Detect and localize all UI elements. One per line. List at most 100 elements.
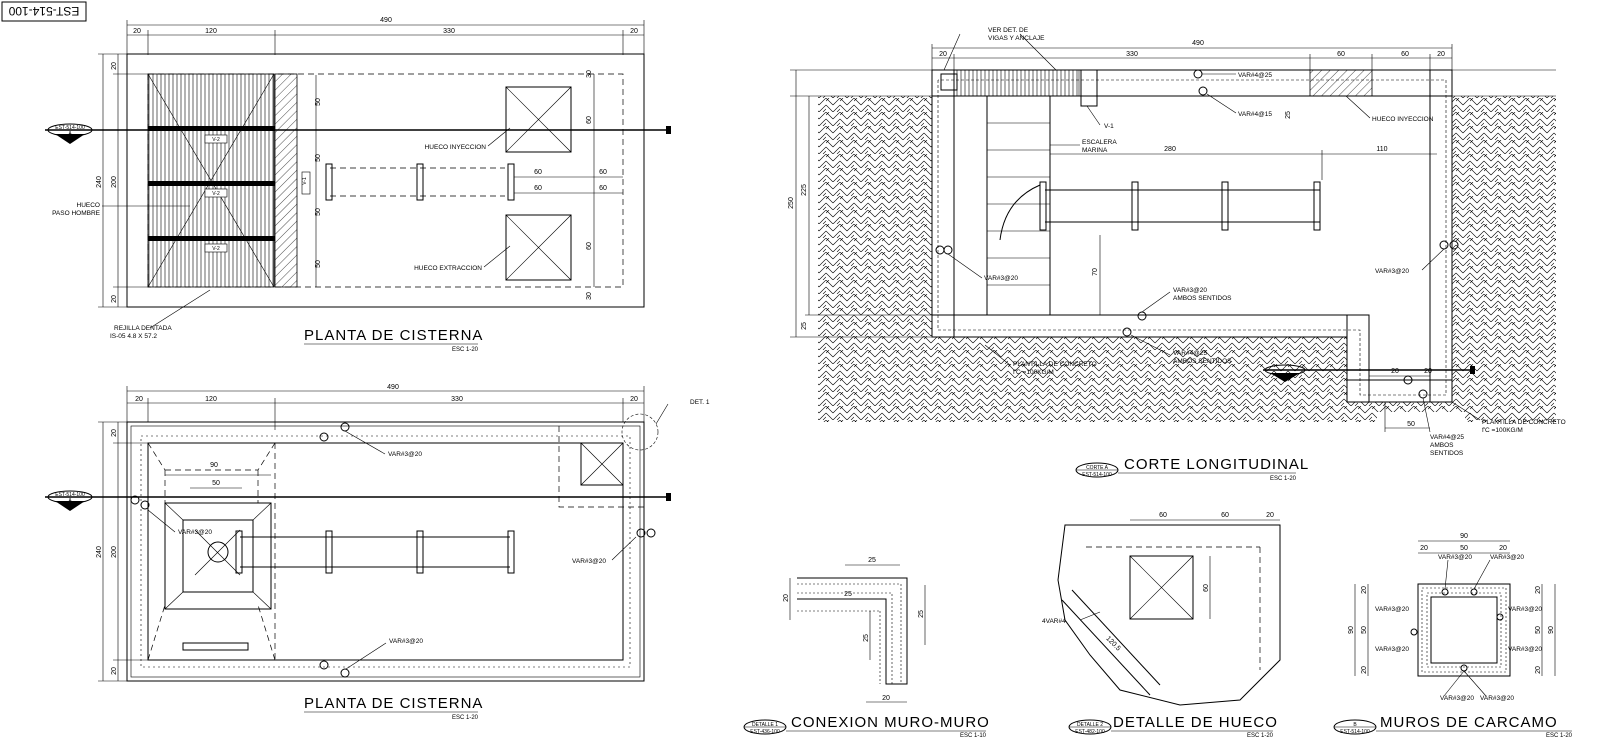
label-var: VAR#3@20 <box>572 558 606 565</box>
dim: 250 <box>788 197 795 209</box>
dim: 90 <box>1548 626 1555 634</box>
dim: 20 <box>783 594 790 602</box>
detail3-scale: ESC 1-20 <box>1546 733 1573 739</box>
label-ambos: AMBOS SENTIDOS <box>1173 358 1232 365</box>
dim: 25 <box>844 591 852 598</box>
detail-tag-bottom: EST-436-100 <box>750 729 780 735</box>
section-letter: A <box>68 498 72 504</box>
plan-top: 490 20 120 330 20 240 20 200 20 V-2 V-2 <box>45 17 671 353</box>
dim: 50 <box>212 480 220 487</box>
dim: 20 <box>111 62 118 70</box>
dim: 20 <box>1424 368 1432 375</box>
dim: 20 <box>1420 545 1428 552</box>
label-sentidos: SENTIDOS <box>1430 450 1464 457</box>
label-det: DET. 1 <box>690 399 710 406</box>
sheet-code-box: EST-514-100 <box>1 1 87 22</box>
label-fc: f'C =100KG/M <box>1013 369 1054 376</box>
label-paso-hombre: PASO HOMBRE <box>52 210 101 217</box>
label-var: VAR#3@20 <box>1508 646 1542 653</box>
label-var: VAR#4@15 <box>1238 111 1272 118</box>
detail-tag-top: DETALLE 1 <box>752 722 778 728</box>
section-tag-top: CORTE A <box>1086 465 1109 471</box>
detail-tag-top: DETALLE 2 <box>1077 722 1103 728</box>
beam-tag: V-2 <box>212 137 220 143</box>
label-marina: MARINA <box>1082 147 1108 154</box>
detail1-title: CONEXION MURO-MURO <box>791 714 990 731</box>
dim: 50 <box>315 154 322 162</box>
dim: 60 <box>534 169 542 176</box>
dim: 25 <box>1285 111 1292 119</box>
dim: 20 <box>939 51 947 58</box>
dim-total: 490 <box>387 384 399 391</box>
dim: 60 <box>586 242 593 250</box>
label-hueco: HUECO <box>77 202 100 209</box>
dim: 330 <box>1126 51 1138 58</box>
label-ambos: AMBOS <box>1430 442 1454 449</box>
dim: 200 <box>111 176 118 188</box>
dim: 70 <box>1092 268 1099 276</box>
dim: 120 <box>205 396 217 403</box>
dim: 20 <box>1391 368 1399 375</box>
label-ver-det: VER DET. DE <box>988 27 1029 34</box>
plan-bottom-scale: ESC 1-20 <box>452 715 479 721</box>
detail2-title: DETALLE DE HUECO <box>1113 714 1278 731</box>
dim: 20 <box>1535 666 1542 674</box>
dim: 25 <box>863 634 870 642</box>
label-plantilla: PLANTILLA DE CONCRETO <box>1482 419 1566 426</box>
dim: 20 <box>135 396 143 403</box>
plan-top-title: PLANTA DE CISTERNA <box>304 327 483 344</box>
dim: 20 <box>111 667 118 675</box>
dim: 240 <box>96 176 103 188</box>
dim: 60 <box>1401 51 1409 58</box>
section-title: CORTE LONGITUDINAL <box>1124 456 1309 473</box>
section-tag-bottom: EST-514-100 <box>1082 472 1112 478</box>
label-var: VAR#3@20 <box>1508 606 1542 613</box>
dim: 20 <box>1361 666 1368 674</box>
label-var: VAR#3@20 <box>1375 606 1409 613</box>
dim: 20 <box>1499 545 1507 552</box>
section-tag: EST-514-100 <box>55 125 85 131</box>
dim: 25 <box>868 557 876 564</box>
dim: 60 <box>599 169 607 176</box>
dim: 280 <box>1164 146 1176 153</box>
label-rejilla-spec: IS-05 4.8 X 57.2 <box>110 333 157 340</box>
detail-tag-top: B <box>1353 722 1357 728</box>
label-rejilla: REJILLA DENTADA <box>114 325 172 332</box>
detail3-title: MUROS DE CARCAMO <box>1380 714 1558 731</box>
dim: 225 <box>801 184 808 196</box>
dim: 60 <box>1203 584 1210 592</box>
label-hueco-inyeccion: HUECO INYECCION <box>425 144 487 151</box>
dim: 60 <box>1159 512 1167 519</box>
dim: 60 <box>586 116 593 124</box>
label-vigas: VIGAS Y ANCLAJE <box>988 35 1045 42</box>
detail-tag-bottom: EST-514-100 <box>1340 729 1370 735</box>
dim: 20 <box>1266 512 1274 519</box>
dim: 120 <box>205 28 217 35</box>
detail-hueco: 60 60 20 60 120.5 4VAR#4 DETALLE 2 EST-4… <box>1042 512 1281 739</box>
plan-top-scale: ESC 1-20 <box>452 347 479 353</box>
dim: 330 <box>451 396 463 403</box>
section-tag: EST-514-100 <box>55 492 85 498</box>
dim: 30 <box>586 292 593 300</box>
detail-muros-carcamo: 90 20 50 20 90 20 50 20 90 20 50 20 VAR#… <box>1333 533 1573 739</box>
section-scale: ESC 1-20 <box>1270 476 1297 482</box>
dim: 20 <box>1437 51 1445 58</box>
beam-tag: V-1 <box>302 177 308 185</box>
detail-tag-bottom: EST-482-100 <box>1075 729 1105 735</box>
detail1-scale: ESC 1-10 <box>960 733 987 739</box>
dim: 20 <box>111 429 118 437</box>
label-var: VAR#3@20 <box>388 451 422 458</box>
plan-bottom: 490 20 120 330 20 240 20 200 20 <box>45 384 710 721</box>
dim: 50 <box>315 260 322 268</box>
dim: 90 <box>1348 626 1355 634</box>
beam-tag: V-2 <box>212 191 220 197</box>
dim: 50 <box>1460 545 1468 552</box>
label-var: VAR#3@20 <box>389 638 423 645</box>
dim: 50 <box>315 208 322 216</box>
label-var: VAR#3@20 <box>1440 695 1474 702</box>
dim: 490 <box>1192 40 1204 47</box>
label-var: VAR#3@20 <box>1480 695 1514 702</box>
dim: 50 <box>1361 626 1368 634</box>
dim: 25 <box>801 322 808 330</box>
dim: 20 <box>882 695 890 702</box>
